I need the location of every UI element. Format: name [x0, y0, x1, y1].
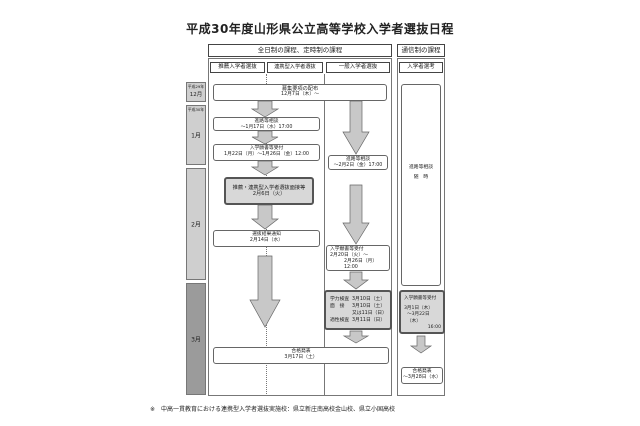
corr-apply-time: 16:00 [427, 325, 441, 330]
arrow-apply-to-interview [250, 160, 280, 176]
apply-general-date-end: 2月26日（月）12:00 [344, 259, 378, 270]
apply-general-title: 入学願書等受付 [330, 247, 364, 252]
header-cooperative: 連携型入学者選抜 [267, 62, 323, 73]
corr-result-date: ～3月28日（水） [403, 375, 441, 380]
page-title: 平成30年度山形県公立高等学校入学者選抜日程 [186, 22, 454, 36]
consult-recommend-date: ～1月17日（水）17:00 [240, 125, 293, 130]
apply-general-date-start: 2月20日（火）～ [330, 253, 368, 258]
box-corr-apply: 入学願書等受付 3月1日（木） ～3月22日（木） 16:00 [399, 290, 445, 334]
exam-aptitude-date: 3月11日（日） [352, 318, 386, 323]
footnote: ※ 中高一貫教育における連携型入学者選抜実施校：県立新庄南高校金山校、県立小国高… [150, 406, 396, 413]
consult-general-date: ～2月2日（金）17:00 [333, 163, 383, 168]
consult-general-title: 進路等相談 [346, 157, 370, 162]
header-general: 一般入学者選抜 [326, 62, 390, 73]
result-date: 3月17日（土） [284, 355, 318, 360]
month-feb-label: 2月 [191, 221, 201, 229]
month-jan-year: 平成30年 [187, 107, 205, 112]
arrow-guidelines-to-consult [250, 100, 280, 118]
corr-apply-date-start: 3月1日（木） [404, 305, 433, 311]
exam-interview-alt-date: 又は11日（日） [352, 311, 387, 316]
box-corr-result: 合格発表 ～3月28日（水） [401, 367, 443, 384]
month-dec-label: 12月 [189, 91, 203, 98]
exam-academic-date: 3月10日（土） [352, 297, 386, 302]
arrow-general-to-consult2 [342, 100, 370, 155]
result-title: 合格発表 [291, 349, 311, 354]
arrow-interview-to-notice [250, 204, 280, 230]
header-full-time: 全日制の課程、定時制の課程 [208, 44, 392, 57]
notice-title: 選抜結果通知 [252, 232, 281, 237]
box-consult-recommend: 進路等相談 ～1月17日（水）17:00 [213, 117, 320, 131]
arrow-consult-to-apply [251, 130, 279, 145]
box-apply-general: 入学願書等受付 2月20日（火）～ 2月26日（月）12:00 [326, 245, 390, 271]
month-dec: 平成29年 12月 [186, 82, 206, 102]
box-result: 合格発表 3月17日（土） [213, 347, 389, 364]
exam-row-interview: 面 接 3月10日（土） [330, 303, 388, 310]
arrow-notice-to-result [249, 255, 281, 328]
exam-interview-label: 面 接 [330, 304, 345, 309]
month-jan-label: 1月 [191, 132, 201, 140]
header-correspondence-selection: 入学者選考 [399, 62, 443, 73]
box-corr-consult: 進路等相談 随 時 [401, 84, 441, 286]
month-jan: 平成30年 1月 [186, 105, 206, 165]
guidelines-title: 募集要項の配布 [281, 86, 319, 92]
month-mar: 3月 [186, 283, 206, 395]
box-interview: 推薦・連携型入学者選抜面接等 2月6日（火） [224, 177, 314, 205]
corr-apply-date-end: ～3月22日（木） [407, 312, 430, 324]
corr-consult-title: 進路等相談 [409, 165, 433, 170]
arrow-apply2-to-exam [342, 271, 370, 290]
exam-academic-label: 学力検査 [330, 297, 350, 302]
corr-result-title: 合格発表 [412, 369, 432, 374]
exam-row-interview-alt: 又は11日（日） [330, 310, 388, 317]
corr-apply-title: 入学願書等受付 [404, 296, 437, 301]
exam-aptitude-label: 適性検査 [330, 318, 350, 323]
arrow-consult2-to-apply2 [342, 184, 370, 245]
guidelines-date: 12月7日（木）～ [281, 92, 319, 97]
month-mar-label: 3月 [191, 336, 201, 344]
header-recommend: 推薦入学者選抜 [210, 62, 265, 73]
arrow-corr-apply-to-result [409, 335, 433, 354]
box-guidelines: 募集要項の配布 12月7日（木）～ [213, 84, 387, 101]
correspondence-column-frame [397, 58, 445, 396]
apply-recommend-date: 1月22日（月）～1月26日（金）12:00 [224, 152, 309, 157]
apply-recommend-title: 入学願書等受付 [249, 146, 284, 151]
interview-date: 2月6日（火） [252, 191, 286, 197]
month-feb: 2月 [186, 168, 206, 280]
interview-title: 推薦・連携型入学者選抜面接等 [232, 185, 306, 191]
box-apply-recommend: 入学願書等受付 1月22日（月）～1月26日（金）12:00 [213, 144, 320, 161]
arrow-exam-to-result [342, 330, 370, 344]
full-time-column-frame [208, 58, 392, 396]
box-consult-general: 進路等相談 ～2月2日（金）17:00 [328, 155, 388, 170]
notice-date: 2月14日（水） [249, 238, 284, 243]
corr-consult-when: 随 時 [413, 175, 429, 180]
general-column-divider [324, 74, 325, 396]
exam-interview-date: 3月10日（土） [352, 304, 386, 309]
box-notice: 選抜結果通知 2月14日（水） [213, 230, 320, 247]
month-dec-year: 平成29年 [187, 84, 205, 89]
header-correspondence: 通信制の課程 [397, 44, 445, 57]
consult-recommend-title: 進路等相談 [254, 119, 279, 124]
